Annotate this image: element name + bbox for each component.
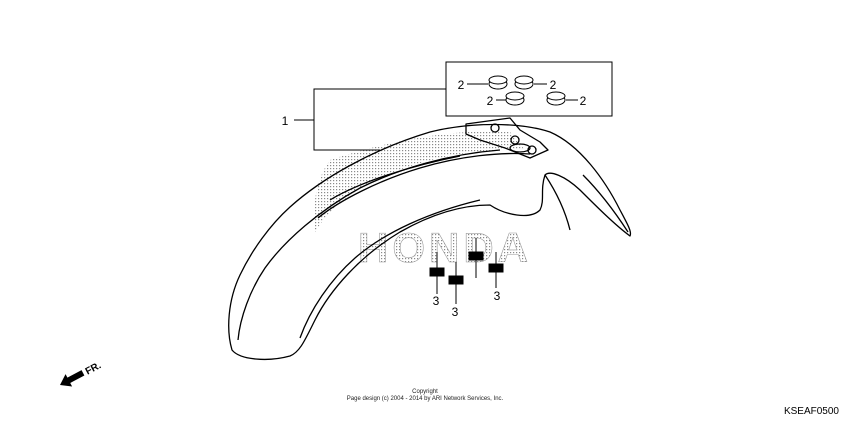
cushion-top-left (467, 75, 508, 90)
cushion-top-right (514, 75, 547, 90)
honda-watermark: HONDA (358, 224, 532, 271)
callout-3-right[interactable]: 3 (494, 289, 501, 303)
cushion-right (546, 91, 578, 106)
copyright-text: Page design (c) 2004 - 2014 by ARI Netwo… (346, 396, 504, 402)
callout-2-mid-left[interactable]: 2 (487, 94, 494, 108)
callout-3-left[interactable]: 3 (433, 294, 440, 308)
callout-3-center[interactable]: 3 (452, 305, 459, 319)
kit-bracket (294, 61, 613, 151)
cushion-parts (467, 75, 578, 106)
direction-label: FR. (84, 360, 104, 377)
callout-1[interactable]: 1 (282, 114, 289, 128)
callout-2-right[interactable]: 2 (580, 94, 587, 108)
bolt-left (429, 252, 445, 294)
callout-2-top-left[interactable]: 2 (458, 78, 465, 92)
diagram-code: KSEAF0500 (783, 406, 839, 417)
cushion-mid-left (496, 91, 525, 106)
bolt-right (488, 252, 504, 288)
arrow-icon (60, 370, 85, 387)
bolt-right-upper (468, 238, 484, 278)
front-fender (228, 117, 632, 361)
copyright-title: Copyright (412, 389, 438, 395)
bolt-center (448, 262, 464, 304)
bolt-parts (429, 238, 504, 304)
callout-2-top-right[interactable]: 2 (550, 78, 557, 92)
fender-shading (313, 131, 525, 232)
front-direction-arrow: FR. (60, 360, 104, 387)
